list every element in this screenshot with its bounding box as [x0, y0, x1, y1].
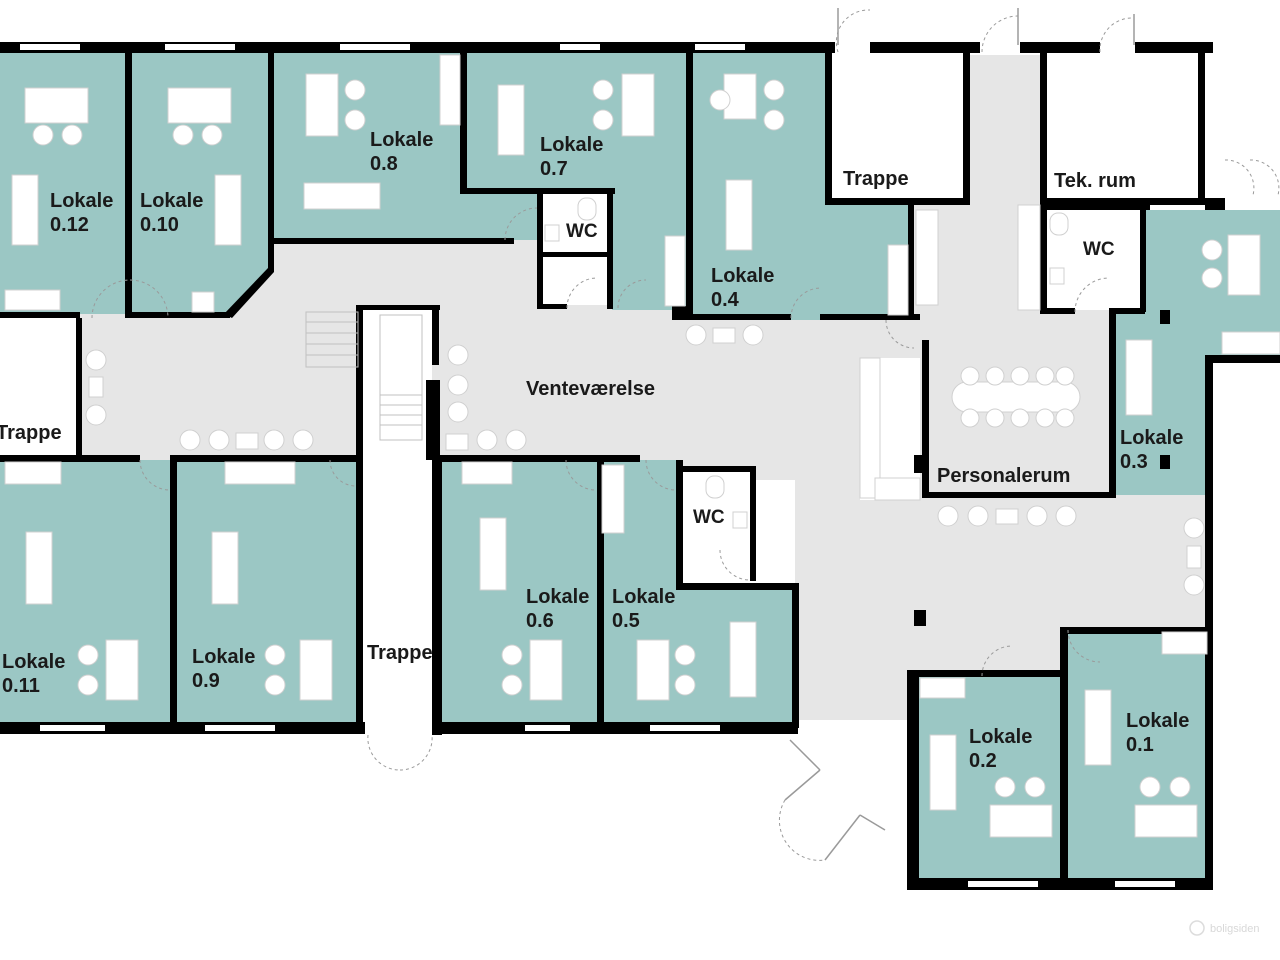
label-wc-2: WC	[1083, 239, 1115, 260]
room-name-0-12: Lokale	[50, 190, 113, 212]
label-wc-3: WC	[693, 507, 725, 528]
room-name-0-8: Lokale	[370, 129, 433, 151]
room-labels: Lokale 0.12 Lokale 0.10 Lokale 0.8 Lokal…	[0, 129, 1189, 772]
room-lokale-0-10	[132, 52, 268, 314]
room-name-0-1: Lokale	[1126, 710, 1189, 732]
stairs	[305, 311, 423, 441]
room-number-0-5: 0.5	[612, 610, 640, 632]
watermark: boligsiden	[1189, 920, 1260, 936]
furniture	[4, 54, 1280, 838]
room-number-0-12: 0.12	[50, 214, 89, 236]
room-name-0-3: Lokale	[1120, 427, 1183, 449]
room-number-0-7: 0.7	[540, 158, 568, 180]
room-number-0-4: 0.4	[711, 289, 740, 311]
watermark-text: boligsiden	[1210, 923, 1260, 935]
white-areas	[0, 52, 1200, 730]
walls	[0, 42, 1280, 890]
room-number-0-10: 0.10	[140, 214, 179, 236]
room-name-0-6: Lokale	[526, 586, 589, 608]
room-name-0-9: Lokale	[192, 646, 255, 668]
room-name-0-10: Lokale	[140, 190, 203, 212]
label-wc-1: WC	[566, 221, 598, 242]
room-number-0-6: 0.6	[526, 610, 554, 632]
room-name-0-2: Lokale	[969, 726, 1032, 748]
label-personalerum: Personalerum	[937, 465, 1070, 487]
room-name-0-7: Lokale	[540, 134, 603, 156]
room-number-0-8: 0.8	[370, 153, 398, 175]
room-number-0-3: 0.3	[1120, 451, 1148, 473]
label-venteverelse: Venteværelse	[526, 378, 655, 400]
room-number-0-9: 0.9	[192, 670, 220, 692]
watermark-logo-icon	[1189, 920, 1205, 936]
label-tek-rum: Tek. rum	[1054, 170, 1136, 192]
label-trappe-left: Trappe	[0, 422, 62, 444]
label-trappe-center: Trappe	[367, 642, 433, 664]
room-name-0-11: Lokale	[2, 651, 65, 673]
room-number-0-11: 0.11	[2, 675, 40, 697]
room-name-0-5: Lokale	[612, 586, 675, 608]
doors	[91, 8, 1280, 861]
room-number-0-1: 0.1	[1126, 734, 1154, 756]
room-number-0-2: 0.2	[969, 750, 997, 772]
label-trappe-top: Trappe	[843, 168, 909, 190]
room-name-0-4: Lokale	[711, 265, 774, 287]
